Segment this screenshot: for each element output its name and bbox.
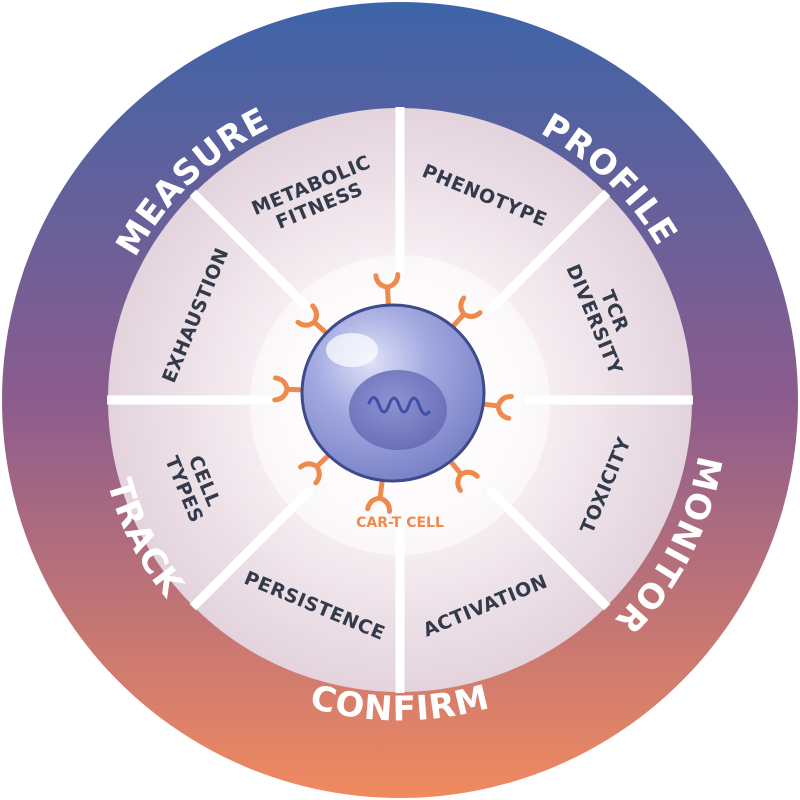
dna-strand-icon [367,396,431,416]
car-t-cell [300,303,486,483]
receptor-icon [272,375,306,403]
receptor-group [272,272,514,514]
receptor-icon [295,303,329,336]
segment-separator [189,189,315,315]
receptor-icon [298,453,331,486]
receptor-icon [373,272,401,306]
receptor-icon [450,295,483,329]
receptor-icon [365,479,393,514]
receptor-icon [479,393,514,421]
segment-separator [485,189,611,315]
center-label: CAR-T CELL [356,515,444,531]
receptor-icon [448,459,480,493]
cell-highlight [326,333,378,367]
nucleus [349,370,447,450]
